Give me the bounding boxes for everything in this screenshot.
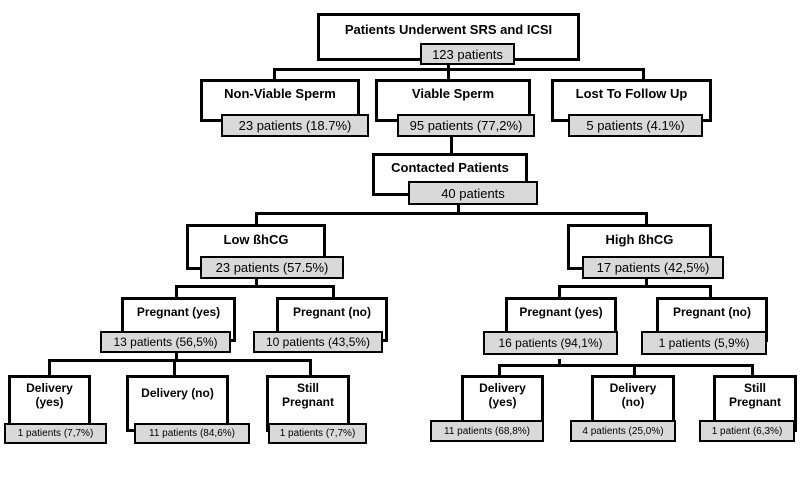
high-pregnant-yes-title: Pregnant (yes) xyxy=(519,304,603,319)
high-delivery-no-count: 4 patients (25,0%) xyxy=(570,420,676,442)
connector xyxy=(332,285,335,298)
low-delivery-no-count: 11 patients (84,6%) xyxy=(134,423,250,444)
lost-to-follow-up-count: 5 patients (4.1%) xyxy=(568,114,703,137)
high-pregnant-yes-count: 16 patients (94,1%) xyxy=(483,331,618,355)
connector xyxy=(645,212,648,225)
low-delivery-yes-count: 1 patients (7,7%) xyxy=(4,423,107,444)
connector xyxy=(175,353,178,361)
contacted-patients-count: 40 patients xyxy=(408,181,538,205)
connector xyxy=(255,212,648,215)
connector xyxy=(255,212,258,225)
connector xyxy=(709,285,712,298)
low-pregnant-yes-title: Pregnant (yes) xyxy=(136,304,221,319)
connector xyxy=(173,359,176,376)
low-still-pregnant-count: 1 patients (7,7%) xyxy=(268,423,367,444)
viable-sperm-count: 95 patients (77,2%) xyxy=(397,114,535,137)
low-still-pregnant-title: Still Pregnant xyxy=(281,381,334,409)
connector xyxy=(645,279,648,287)
low-still-pregnant-box: Still Pregnant xyxy=(266,375,350,432)
high-delivery-yes-count: 11 patients (68,8%) xyxy=(430,420,544,442)
connector xyxy=(273,68,644,71)
low-bhcg-count: 23 patients (57.5%) xyxy=(200,256,344,279)
low-delivery-no-title: Delivery (no) xyxy=(141,386,214,400)
non-viable-sperm-title: Non-Viable Sperm xyxy=(224,86,336,102)
viable-sperm-title: Viable Sperm xyxy=(411,86,495,102)
connector xyxy=(751,364,754,377)
high-bhcg-title: High ßhCG xyxy=(605,232,674,248)
connector xyxy=(273,68,276,80)
low-pregnant-yes-count: 13 patients (56,5%) xyxy=(100,331,231,353)
connector xyxy=(498,364,753,367)
connector xyxy=(447,68,450,80)
connector xyxy=(558,359,561,366)
connector xyxy=(255,279,258,287)
connector xyxy=(457,205,460,214)
connector xyxy=(48,359,51,376)
connector xyxy=(175,285,334,288)
connector xyxy=(450,137,453,154)
low-bhcg-title: Low ßhCG xyxy=(223,232,289,248)
root-title: Patients Underwent SRS and ICSI xyxy=(344,21,553,37)
high-still-pregnant-count: 1 patient (6,3%) xyxy=(699,420,795,442)
high-still-pregnant-title: Still Pregnant xyxy=(728,381,781,409)
connector xyxy=(498,364,501,377)
high-delivery-yes-title: Delivery (yes) xyxy=(479,381,526,409)
contacted-patients-title: Contacted Patients xyxy=(391,160,509,176)
root-count: 123 patients xyxy=(420,43,515,65)
non-viable-sperm-count: 23 patients (18.7%) xyxy=(221,114,369,137)
high-pregnant-no-title: Pregnant (no) xyxy=(673,304,751,319)
connector xyxy=(558,285,561,298)
high-pregnant-no-count: 1 patients (5,9%) xyxy=(641,331,767,355)
connector xyxy=(558,285,711,288)
connector xyxy=(642,68,645,80)
low-pregnant-no-count: 10 patients (43,5%) xyxy=(253,331,383,353)
low-pregnant-no-title: Pregnant (no) xyxy=(293,304,371,319)
connector xyxy=(633,364,636,377)
connector xyxy=(447,64,450,71)
high-bhcg-count: 17 patients (42,5%) xyxy=(582,256,724,279)
low-delivery-yes-title: Delivery (yes) xyxy=(26,381,73,409)
connector xyxy=(309,359,312,376)
connector xyxy=(175,285,178,298)
connector xyxy=(48,359,311,362)
lost-to-follow-up-title: Lost To Follow Up xyxy=(575,86,688,102)
low-delivery-yes-box: Delivery (yes) xyxy=(8,375,91,432)
high-delivery-no-title: Delivery (no) xyxy=(609,381,657,409)
